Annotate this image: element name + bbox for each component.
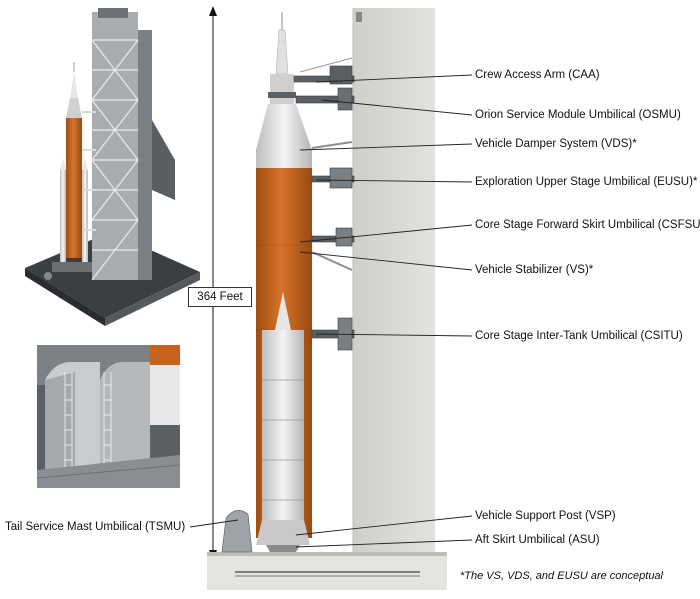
height-dimension-arrow [209, 6, 217, 560]
label-vehicle-damper-system: Vehicle Damper System (VDS)* [475, 138, 637, 150]
height-label: 364 Feet [188, 287, 252, 307]
footnote-conceptual: *The VS, VDS, and EUSU are conceptual [460, 570, 663, 582]
leader-lines [189, 74, 473, 548]
label-tail-service-mast-umbilical: Tail Service Mast Umbilical (TSMU) [5, 521, 186, 533]
label-aft-skirt-umbilical: Aft Skirt Umbilical (ASU) [475, 534, 600, 546]
label-exploration-upper-stage-umbilical: Exploration Upper Stage Umbilical (EUSU)… [475, 176, 698, 188]
label-orion-service-module-umbilical: Orion Service Module Umbilical (OSMU) [475, 109, 681, 121]
label-core-stage-inter-tank-umbilical: Core Stage Inter-Tank Umbilical (CSITU) [475, 330, 683, 342]
label-vehicle-stabilizer: Vehicle Stabilizer (VS)* [475, 264, 594, 276]
tail-service-mast-closeup [36, 345, 181, 488]
sls-rocket [256, 12, 312, 552]
label-core-stage-forward-skirt-umbilical: Core Stage Forward Skirt Umbilical (CSFS… [475, 219, 700, 231]
launcher-base-deck [207, 552, 447, 590]
mobile-launcher-render [25, 8, 200, 326]
launch-tower [352, 8, 435, 563]
label-crew-access-arm: Crew Access Arm (CAA) [475, 69, 600, 81]
label-vehicle-support-post: Vehicle Support Post (VSP) [475, 510, 616, 522]
